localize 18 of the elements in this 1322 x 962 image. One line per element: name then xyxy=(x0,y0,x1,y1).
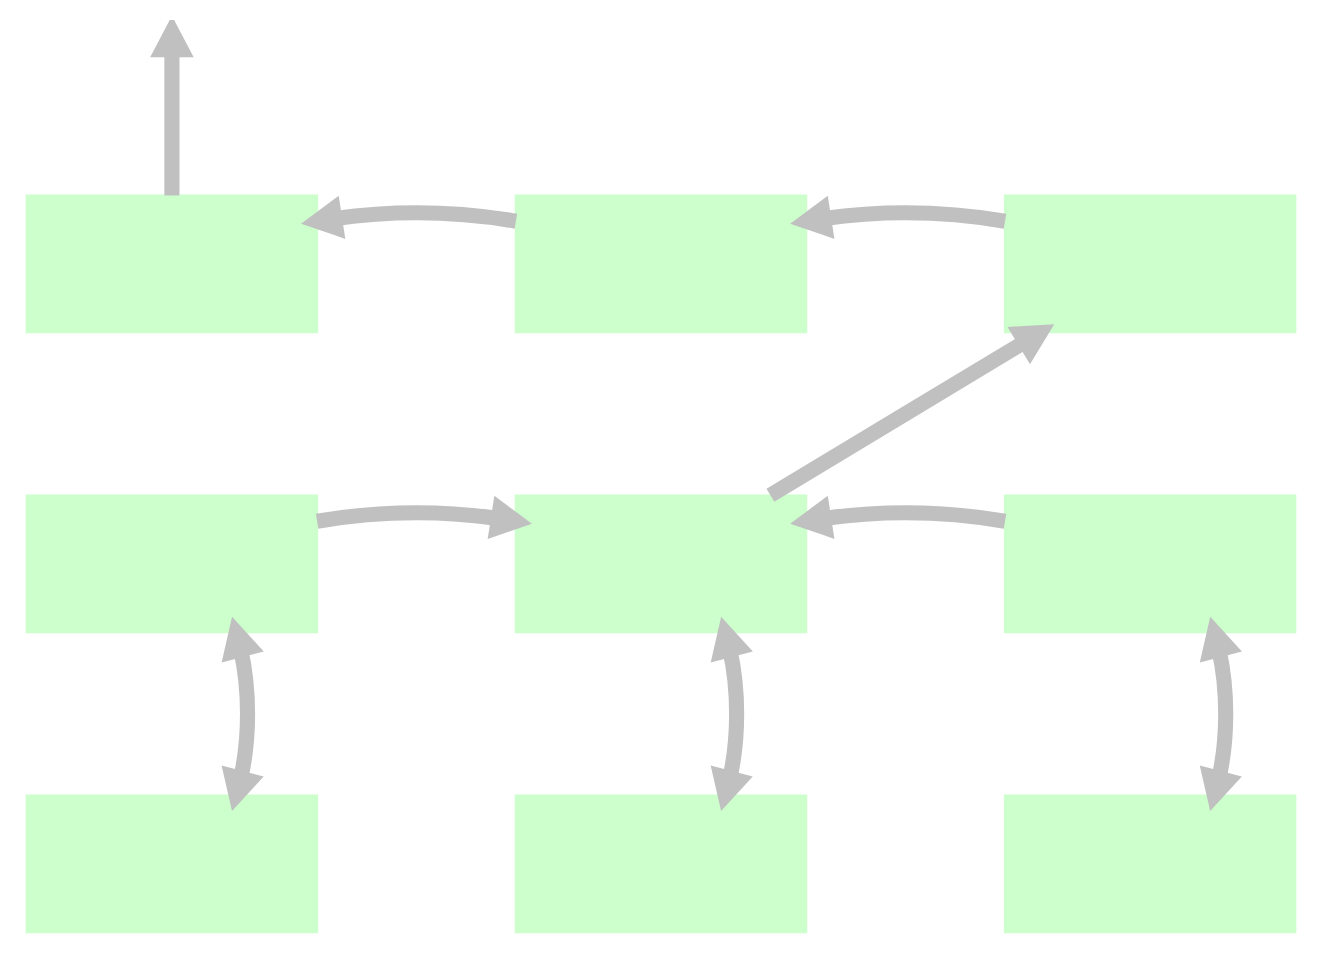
node-box xyxy=(514,194,808,334)
arrow xyxy=(1199,616,1242,812)
node-box xyxy=(25,494,319,634)
node-box xyxy=(514,794,808,934)
arrow xyxy=(766,324,1055,502)
arrow xyxy=(150,20,194,196)
arrow xyxy=(221,616,264,812)
node-box xyxy=(1003,194,1297,334)
node-box xyxy=(1003,794,1297,934)
node-box xyxy=(25,194,319,334)
arrow xyxy=(315,495,532,539)
node-box xyxy=(514,494,808,634)
node-box xyxy=(25,794,319,934)
arrow xyxy=(790,495,1007,539)
arrow xyxy=(790,195,1007,239)
node-box xyxy=(1003,494,1297,634)
arrow xyxy=(710,616,753,812)
arrow xyxy=(301,195,518,239)
